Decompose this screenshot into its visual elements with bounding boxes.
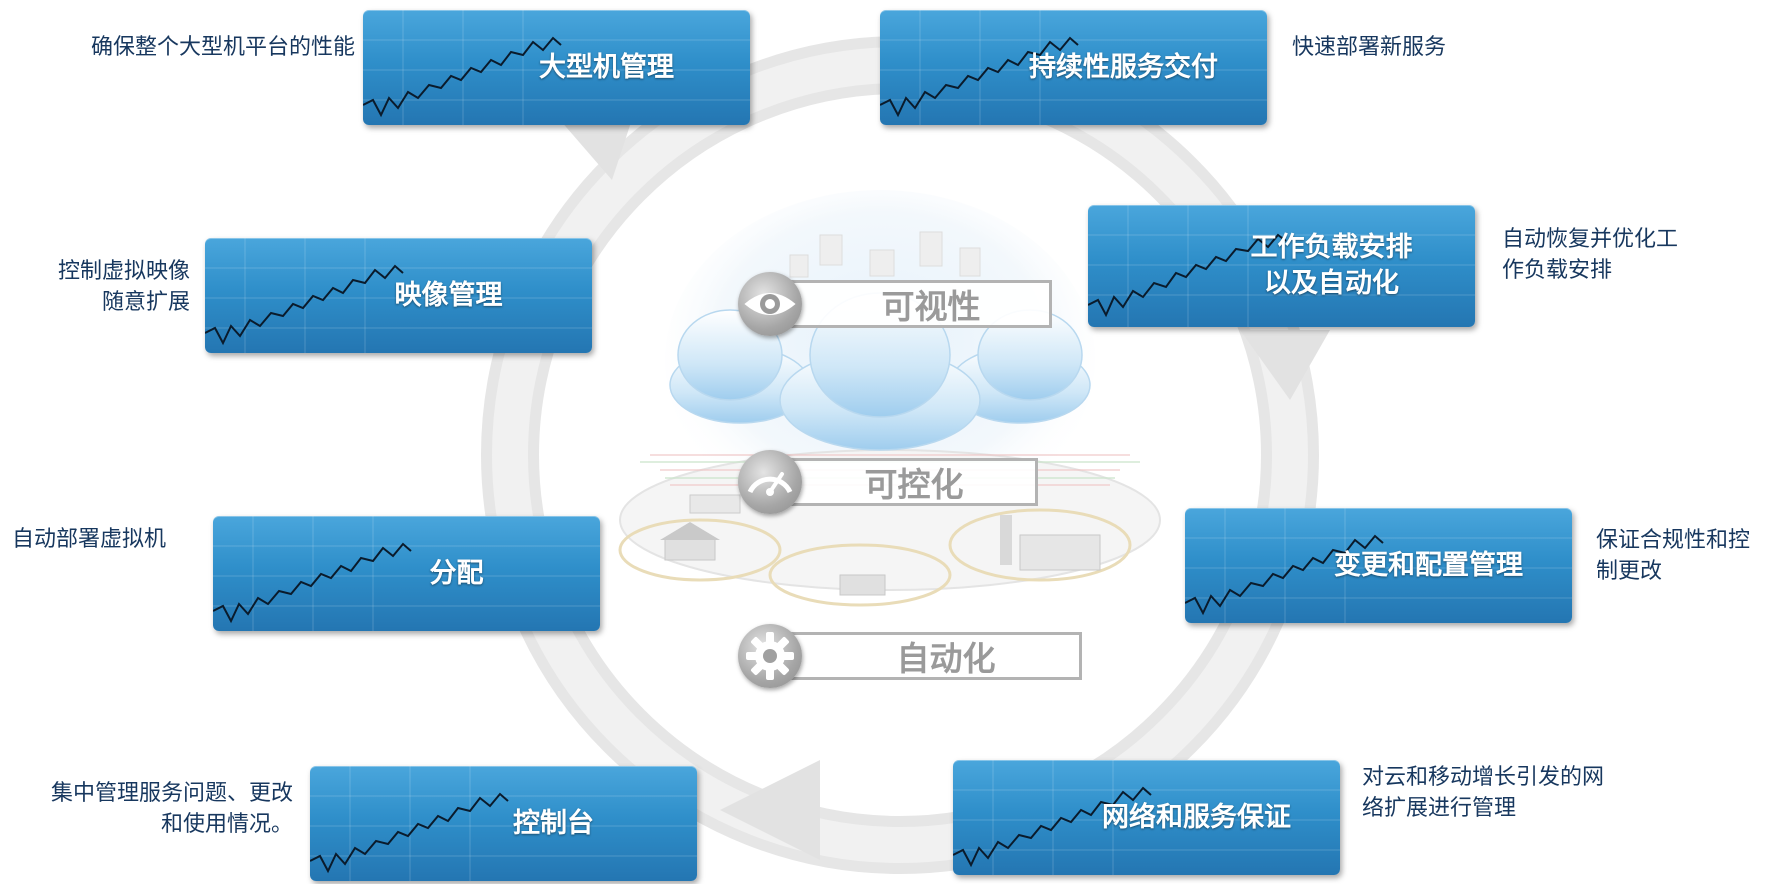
- pillar-visibility-label: 可视性: [881, 287, 981, 326]
- desc-workload: 自动恢复并优化工 作负载安排: [1502, 227, 1679, 283]
- box-provisioning[interactable]: 分配: [213, 516, 600, 631]
- box-image-management[interactable]: 映像管理: [205, 238, 592, 353]
- box-mainframe-management[interactable]: 大型机管理: [363, 10, 750, 125]
- desc-change: 保证合规性和控 制更改: [1596, 528, 1751, 584]
- stock-chart-decoration: [205, 238, 592, 353]
- box-label: 工作负载安排 以及自动化: [1250, 232, 1413, 299]
- stock-chart-decoration: [310, 766, 697, 881]
- gauge-icon: [738, 450, 802, 514]
- pillar-control-label: 可控化: [864, 465, 964, 504]
- pillar-automation: 自动化: [770, 632, 1082, 680]
- box-change-config-management[interactable]: 变更和配置管理: [1185, 508, 1572, 623]
- box-label: 网络和服务保证: [1102, 801, 1291, 833]
- stock-chart-decoration: [1088, 205, 1475, 327]
- box-label: 持续性服务交付: [1029, 51, 1218, 83]
- arrow-head-bottom: [720, 760, 820, 860]
- box-workload-automation[interactable]: 工作负载安排 以及自动化: [1088, 205, 1475, 327]
- eye-icon: [738, 272, 802, 336]
- desc-console: 集中管理服务问题、更改 和使用情况。: [50, 781, 293, 837]
- pillar-visibility: 可视性: [770, 280, 1052, 328]
- desc-network: 对云和移动增长引发的网 络扩展进行管理: [1362, 765, 1605, 821]
- box-console[interactable]: 控制台: [310, 766, 697, 881]
- stock-chart-decoration: [213, 516, 600, 631]
- box-label: 控制台: [513, 807, 594, 839]
- pillar-control: 可控化: [770, 458, 1038, 506]
- box-network-service-assurance[interactable]: 网络和服务保证: [953, 760, 1340, 875]
- stock-chart-decoration: [363, 10, 750, 125]
- desc-continuous: 快速部署新服务: [1292, 35, 1447, 60]
- box-label: 变更和配置管理: [1334, 549, 1523, 581]
- arrow-head-right: [1240, 330, 1330, 400]
- gear-icon: [738, 624, 802, 688]
- desc-image: 控制虚拟映像 随意扩展: [57, 259, 190, 315]
- box-label: 分配: [429, 557, 484, 589]
- desc-mainframe: 确保整个大型机平台的性能: [90, 35, 355, 60]
- box-continuous-delivery[interactable]: 持续性服务交付: [880, 10, 1267, 125]
- pillar-automation-label: 自动化: [896, 639, 996, 678]
- box-label: 映像管理: [394, 279, 503, 311]
- stock-chart-decoration: [880, 10, 1267, 125]
- desc-provision: 自动部署虚拟机: [12, 527, 167, 552]
- stock-chart-decoration: [953, 760, 1340, 875]
- box-label: 大型机管理: [539, 51, 674, 83]
- stock-chart-decoration: [1185, 508, 1572, 623]
